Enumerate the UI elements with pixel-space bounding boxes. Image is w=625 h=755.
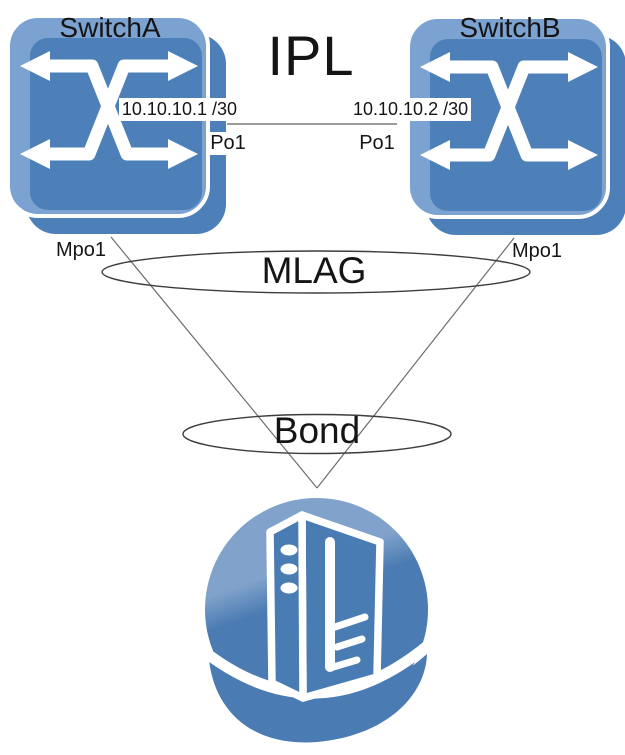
switch-a-mlag-port-label: Mpo1 (56, 239, 107, 261)
switch-arrows-icon (20, 51, 198, 169)
switch-b-title: SwitchB (459, 12, 561, 43)
switch-a-title: SwitchA (59, 12, 161, 43)
server-led-icon (280, 563, 298, 575)
server-led-icon (280, 544, 298, 556)
server-tower-icon (266, 511, 384, 702)
bond-ellipse (182, 413, 452, 455)
switch-b-ip-label: 10.10.10.2 /30 (350, 98, 472, 121)
switch-b-icon (406, 15, 625, 235)
server-tower-right-face (298, 511, 384, 702)
switch-a-icon (6, 14, 226, 234)
server-drive-bar-icon (325, 537, 335, 672)
switch-a-port-label: Po1 (207, 132, 249, 155)
mlag-label: MLAG (261, 250, 367, 291)
server-vent-icon (331, 613, 369, 631)
server-badge-bottom-segment (209, 654, 427, 743)
server-vent-icon (326, 656, 361, 672)
mlag-link-left (110, 236, 318, 489)
ipl-label: IPL (267, 24, 355, 87)
switch-b-port-label: Po1 (356, 132, 398, 155)
mlag-link-right (316, 237, 515, 489)
server-icon (197, 498, 437, 743)
mlag-ellipse (101, 250, 531, 294)
server-led-icon (280, 582, 298, 594)
server-vent-icon (333, 635, 366, 651)
switch-a-ip-label: 10.10.10.1 /30 (118, 98, 240, 121)
bond-label: Bond (273, 410, 361, 451)
switch-arrows-icon (420, 52, 598, 170)
switch-b-mlag-port-label: Mpo1 (512, 240, 563, 262)
server-tower-left-face (266, 511, 307, 702)
